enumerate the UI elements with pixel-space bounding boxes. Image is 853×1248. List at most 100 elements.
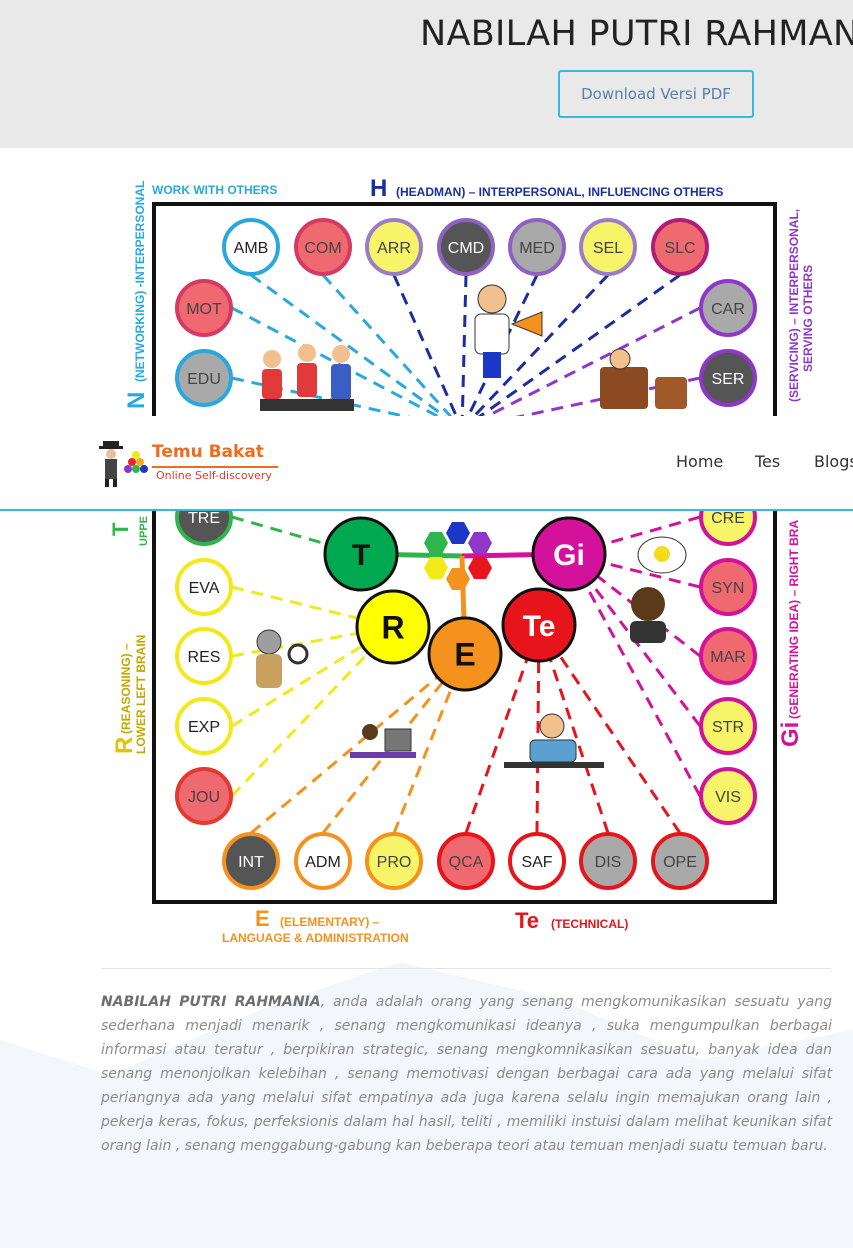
technician-icon <box>504 713 604 768</box>
label-h-letter: H <box>370 175 387 202</box>
detective-magnifier-icon <box>256 629 309 688</box>
label-headman: (HEADMAN) – INTERPERSONAL, INFLUENCING O… <box>396 185 723 199</box>
svg-text:RES: RES <box>188 649 221 666</box>
label-work-with-others: WORK WITH OTHERS <box>152 183 277 197</box>
svg-text:SER: SER <box>712 371 745 388</box>
svg-text:CRE: CRE <box>711 510 745 527</box>
svg-text:EXP: EXP <box>188 719 220 736</box>
background-mountain-shape <box>0 962 853 1248</box>
svg-text:ADM: ADM <box>305 854 341 871</box>
svg-text:AMB: AMB <box>234 240 269 257</box>
label-reasoning: (REASONING) – <box>119 643 133 734</box>
logo-text: Temu Bakat <box>152 442 264 462</box>
trait-sel: SEL <box>579 218 637 276</box>
label-gi-letter: Gi <box>777 722 804 747</box>
navbar: Temu Bakat Online Self-discovery Home Te… <box>0 416 853 511</box>
svg-text:E: E <box>454 637 475 673</box>
label-elementary: (ELEMENTARY) – <box>280 915 380 929</box>
trait-edu: EDU <box>175 349 233 407</box>
trait-res: RES <box>175 627 233 685</box>
trait-syn: SYN <box>699 558 757 616</box>
svg-text:CAR: CAR <box>711 301 745 318</box>
trait-saf: SAF <box>508 832 566 890</box>
logo-underline <box>152 466 278 468</box>
svg-text:SAF: SAF <box>521 854 552 871</box>
svg-text:ARR: ARR <box>377 240 411 257</box>
trait-cmd: CMD <box>437 218 495 276</box>
label-language-admin: LANGUAGE & ADMINISTRATION <box>222 931 409 945</box>
label-serving-others: SERVING OTHERS <box>801 265 815 372</box>
decorative-figures <box>256 284 687 768</box>
svg-text:OPE: OPE <box>663 854 697 871</box>
svg-text:CMD: CMD <box>448 240 484 257</box>
trait-mot: MOT <box>175 279 233 337</box>
category-hubs: T GiR TeE <box>323 516 607 692</box>
hub-gi: Gi <box>531 516 607 592</box>
trait-amb: AMB <box>222 218 280 276</box>
svg-text:MOT: MOT <box>186 301 222 318</box>
svg-text:Te: Te <box>523 610 556 643</box>
nav-tes-link[interactable]: Tes <box>755 452 781 471</box>
svg-text:SLC: SLC <box>664 240 695 257</box>
trait-jou: JOU <box>175 767 233 825</box>
trait-vis: VIS <box>699 767 757 825</box>
result-description: NABILAH PUTRI RAHMANIA, anda adalah oran… <box>101 990 832 1158</box>
trait-mar: MAR <box>699 627 757 685</box>
label-e-letter: E <box>255 906 270 931</box>
svg-text:QCA: QCA <box>449 854 484 871</box>
download-pdf-button[interactable]: Download Versi PDF <box>558 70 754 118</box>
detective-mascot-icon <box>99 441 148 487</box>
label-r-letter: R <box>111 737 138 754</box>
trait-ope: OPE <box>651 832 709 890</box>
svg-text:COM: COM <box>304 240 341 257</box>
trait-adm: ADM <box>294 832 352 890</box>
site-logo[interactable]: Temu Bakat Online Self-discovery <box>96 438 286 488</box>
nav-blogs-link[interactable]: Blogs <box>814 452 853 471</box>
hub-e: E <box>427 616 503 692</box>
label-te-letter: Te <box>515 908 539 933</box>
svg-text:JOU: JOU <box>188 789 220 806</box>
svg-text:Gi: Gi <box>553 539 585 572</box>
talent-map-diagram: AMB COM ARR CMD MED SEL SLC MOT EDU T R E EVA RES EXP J… <box>108 175 815 945</box>
svg-text:MAR: MAR <box>710 649 746 666</box>
trait-qca: QCA <box>437 832 495 890</box>
label-technical: (TECHNICAL) <box>551 917 628 931</box>
content-divider <box>101 968 831 969</box>
svg-text:VIS: VIS <box>715 789 741 806</box>
svg-text:EVA: EVA <box>189 580 220 597</box>
hub-r: R <box>355 589 431 665</box>
svg-text:DIS: DIS <box>595 854 622 871</box>
label-t-upper: UPPE <box>138 516 150 546</box>
trait-com: COM <box>294 218 352 276</box>
header-band <box>0 0 853 148</box>
thinker-lightbulb-icon <box>630 536 687 643</box>
hub-hexagons <box>424 522 492 590</box>
svg-text:INT: INT <box>238 854 264 871</box>
trait-arr: ARR <box>365 218 423 276</box>
servant-luggage-icon <box>600 348 687 409</box>
description-text: , anda adalah orang yang senang mengkomu… <box>101 994 832 1154</box>
nav-home-link[interactable]: Home <box>676 452 724 471</box>
trait-dis: DIS <box>579 832 637 890</box>
office-worker-computer-icon <box>350 724 416 758</box>
svg-text:R: R <box>381 610 404 646</box>
trait-str: STR <box>699 697 757 755</box>
svg-text:SEL: SEL <box>593 240 623 257</box>
label-t-letter: T <box>108 522 133 536</box>
trait-ser: SER <box>699 349 757 407</box>
svg-text:T: T <box>352 539 370 572</box>
svg-text:SYN: SYN <box>712 580 745 597</box>
svg-text:MED: MED <box>519 240 555 257</box>
label-servicing: (SERVICING) – INTERPERSONAL, <box>787 209 801 402</box>
trait-exp: EXP <box>175 697 233 755</box>
trait-car: CAR <box>699 279 757 337</box>
person-name: NABILAH PUTRI RAHMANIA <box>101 994 321 1010</box>
trait-circles: AMB COM ARR CMD MED SEL SLC MOT EDU T R E EVA RES EXP J… <box>175 218 757 890</box>
label-networking: (NETWORKING) -INTERPERSONAL <box>133 181 147 382</box>
svg-text:STR: STR <box>712 719 744 736</box>
svg-text:EDU: EDU <box>187 371 221 388</box>
team-people-icon <box>260 344 354 411</box>
hub-te: Te <box>501 587 577 663</box>
trait-int: INT <box>222 832 280 890</box>
page-title: NABILAH PUTRI RAHMANIA <box>420 14 853 54</box>
